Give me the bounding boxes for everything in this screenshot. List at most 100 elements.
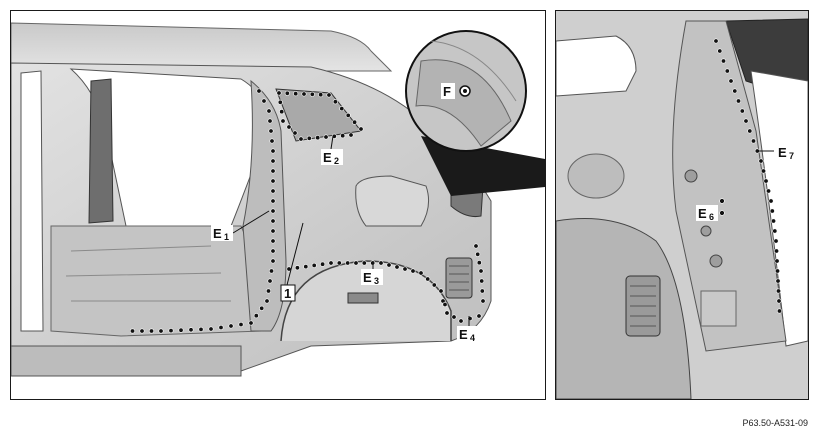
spot-weld (328, 260, 334, 266)
spot-weld (284, 90, 290, 96)
detail-stamping-square (700, 290, 737, 327)
detail-pillar (672, 20, 787, 352)
spot-weld (340, 133, 346, 139)
spot-weld (438, 288, 444, 294)
spot-weld (248, 320, 254, 326)
spot-weld (777, 308, 783, 314)
label-1-text: 1 (284, 286, 291, 301)
spot-weld (425, 276, 431, 282)
spot-weld (736, 98, 742, 104)
spot-weld (732, 88, 738, 94)
spot-weld (761, 168, 767, 174)
label-box-e2 (321, 149, 343, 165)
spot-weld (478, 268, 484, 274)
label-e3-letter: E (363, 270, 372, 285)
magnifier-contour (430, 40, 517, 102)
magnifier-panel-edge (415, 59, 512, 147)
spot-weld (713, 38, 719, 44)
spot-weld (267, 118, 273, 124)
spot-weld (293, 91, 299, 97)
spot-weld (267, 278, 273, 284)
spot-weld (315, 135, 321, 141)
detail-hole-1 (709, 254, 723, 268)
vent-grille (445, 257, 473, 299)
left-panel-car-body-side: E 1 E 2 E 3 E 4 F 1 (10, 10, 546, 400)
spot-weld (776, 298, 782, 304)
spot-weld (476, 260, 482, 266)
spot-weld (294, 265, 300, 271)
spot-weld (479, 288, 485, 294)
spot-weld (323, 134, 329, 140)
spot-weld (270, 208, 276, 214)
spot-weld (766, 188, 772, 194)
label-box-e7 (776, 144, 798, 160)
label-e4: E 4 (457, 326, 479, 343)
spot-weld (771, 218, 777, 224)
spot-weld (378, 260, 384, 266)
spot-weld (473, 243, 479, 249)
spot-weld (431, 282, 437, 288)
label-e4-letter: E (459, 327, 468, 342)
spot-weld (332, 99, 338, 105)
spot-weld (268, 268, 274, 274)
label-e7: E 7 (776, 144, 798, 161)
spot-weld (743, 118, 749, 124)
clip-f-center (463, 89, 467, 93)
roof (11, 22, 393, 72)
spot-weld (320, 261, 326, 267)
detail-view-illustration: E 6 E 7 (556, 11, 808, 399)
spot-weld (270, 218, 276, 224)
label-box-e4 (457, 326, 479, 342)
spot-weld (751, 138, 757, 144)
spot-weld (352, 119, 358, 125)
spot-weld (158, 328, 164, 334)
spot-weld (442, 301, 448, 307)
weld-seam-e6 (719, 198, 725, 216)
spot-weld (480, 298, 486, 304)
spot-weld (758, 158, 764, 164)
label-1: 1 (280, 284, 296, 302)
spot-weld (326, 92, 332, 98)
label-e3-sub: 3 (374, 276, 379, 286)
spot-weld (188, 327, 194, 333)
spot-weld (266, 108, 272, 114)
spot-weld (451, 314, 457, 320)
spot-weld (339, 106, 345, 112)
label-e2-sub: 2 (334, 156, 339, 166)
spot-weld (228, 323, 234, 329)
spot-weld (130, 328, 136, 334)
label-e6-sub: 6 (709, 212, 714, 222)
spot-weld (301, 91, 307, 97)
spot-weld (719, 198, 725, 204)
spot-weld (479, 278, 485, 284)
spot-weld (292, 130, 298, 136)
label-e7-sub: 7 (789, 151, 794, 161)
spot-weld (728, 78, 734, 84)
spot-weld (238, 321, 244, 327)
vent-slats (449, 265, 469, 291)
detail-wheel-arch (556, 218, 692, 399)
spot-weld (269, 138, 275, 144)
detail-vent-slats (630, 285, 656, 327)
spot-weld (345, 112, 351, 118)
spot-weld (394, 264, 400, 270)
spot-weld (178, 327, 184, 333)
spot-weld (279, 109, 285, 115)
detail-hole-3 (700, 225, 712, 237)
spot-weld (475, 251, 481, 257)
spot-weld (298, 136, 304, 142)
spot-weld (270, 148, 276, 154)
fuel-filler-flap (355, 175, 430, 227)
spot-weld (270, 188, 276, 194)
spot-weld (768, 198, 774, 204)
bracket (347, 292, 379, 304)
detail-magnifier (405, 30, 545, 196)
spot-weld (280, 118, 286, 124)
weld-seam-e3 (286, 260, 446, 304)
interior-floor (50, 225, 262, 337)
label-box-f (441, 83, 455, 99)
spot-weld (358, 126, 364, 132)
detail-window-opening (556, 35, 637, 97)
spot-weld (268, 128, 274, 134)
spot-weld (198, 326, 204, 332)
